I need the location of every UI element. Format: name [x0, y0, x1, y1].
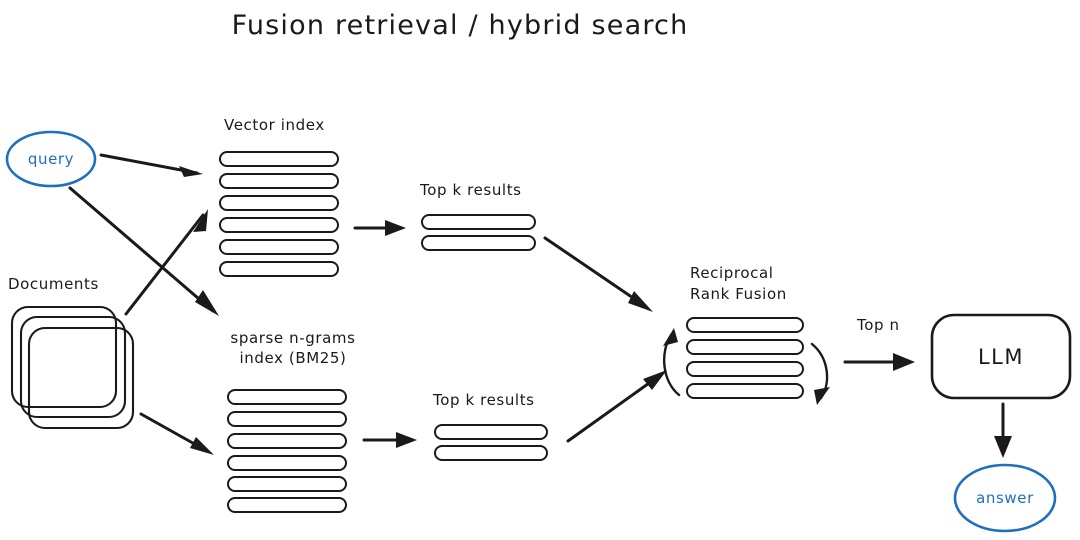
edge-query-to-vector-index [99, 153, 203, 177]
vector-index-bars[interactable] [219, 151, 339, 277]
fusion-label-line2: Rank Fusion [690, 285, 787, 303]
documents-node[interactable] [10, 305, 135, 430]
page-title: Fusion retrieval / hybrid search [231, 10, 689, 41]
answer-label: answer [976, 489, 1034, 507]
edge-sparse-index-to-top-k [362, 432, 417, 448]
query-node[interactable] [5, 130, 97, 188]
edge-documents-to-sparse-index [139, 412, 214, 455]
top-k-vector-label: Top k results [420, 181, 522, 199]
edge-llm-to-answer [994, 402, 1012, 458]
documents-label: Documents [8, 275, 99, 293]
fusion-loop-right-icon [810, 342, 830, 405]
edge-top-k-sparse-to-fusion [566, 370, 667, 443]
sparse-index-label-line1: sparse n-grams [230, 329, 356, 347]
llm-node[interactable] [930, 313, 1072, 400]
top-k-sparse-bars[interactable] [434, 424, 548, 461]
edge-top-k-vector-to-fusion [543, 236, 653, 312]
edge-documents-to-vector-index [124, 209, 208, 316]
edge-fusion-to-llm [843, 353, 915, 371]
fusion-label-line1: Reciprocal [690, 264, 774, 282]
sparse-index-bars[interactable] [227, 389, 347, 513]
fusion-loop-left-icon [663, 328, 681, 397]
llm-label: LLM [977, 345, 1025, 369]
query-label: query [27, 150, 75, 168]
top-k-sparse-label: Top k results [433, 391, 535, 409]
top-k-vector-bars[interactable] [421, 214, 536, 251]
top-n-edge-label: Top n [857, 316, 900, 334]
vector-index-label: Vector index [224, 116, 325, 134]
answer-node[interactable] [953, 463, 1057, 533]
edge-vector-index-to-top-k [353, 220, 406, 236]
sparse-index-label-line2: index (BM25) [239, 349, 347, 367]
fusion-bars[interactable] [686, 317, 804, 399]
edge-query-to-sparse-index [68, 186, 219, 316]
